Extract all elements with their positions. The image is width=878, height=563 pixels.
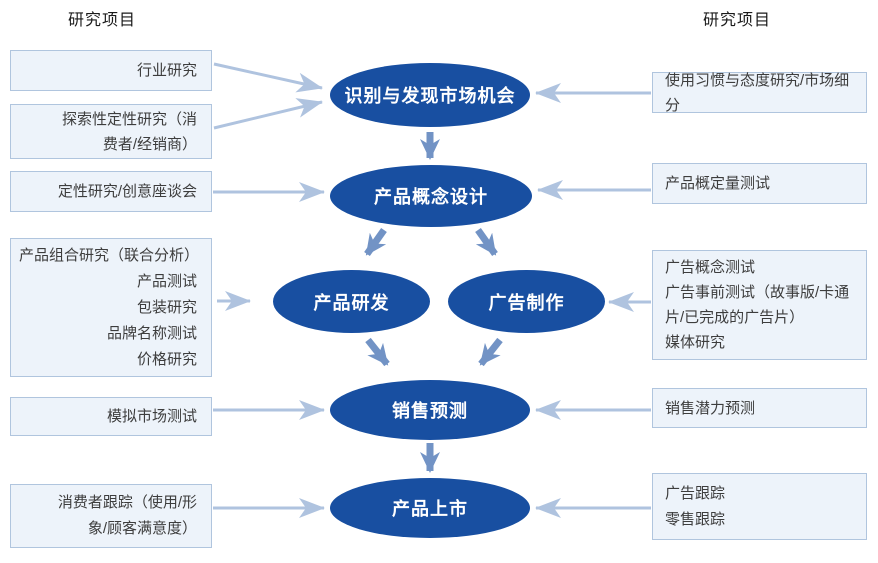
stage-ad-production: 广告制作	[448, 270, 605, 333]
arrow-stage2-to-stage3a	[364, 227, 387, 257]
box-line: 象/顾客满意度）	[87, 520, 197, 537]
box-line: 行业研究	[136, 62, 197, 79]
box-sales-potential-forecast: 销售潜力预测	[652, 388, 867, 428]
box-product-mix-research: 产品组合研究（联合分析） 产品测试 包装研究 品牌名称测试 价格研究	[10, 238, 212, 377]
box-qualitative-research-focus-group: 定性研究/创意座谈会	[10, 171, 212, 212]
box-line: 片/已完成的广告片）	[665, 309, 805, 326]
box-simulated-market-test: 模拟市场测试	[10, 397, 212, 436]
box-line: 消费者跟踪（使用/形	[57, 494, 197, 511]
box-line: 零售跟踪	[665, 510, 726, 528]
box-line: 产品概定量测试	[665, 175, 771, 192]
box-line: 费者/经销商）	[102, 135, 197, 153]
box-line: 销售潜力预测	[665, 399, 756, 417]
stage-product-launch: 产品上市	[330, 478, 530, 538]
box-line: 品牌名称测试	[106, 324, 197, 342]
box-line: 广告概念测试	[665, 259, 756, 276]
stage-product-concept-design: 产品概念设计	[330, 165, 532, 227]
box-industry-research: 行业研究	[10, 50, 212, 91]
box-concept-quantitative-test: 产品概定量测试	[652, 163, 867, 204]
box-line: 包装研究	[136, 298, 197, 316]
arrow-stage3b-to-stage4	[478, 337, 503, 367]
right-column-header: 研究项目	[703, 12, 772, 29]
box-line: 产品测试	[136, 272, 197, 290]
box-ad-retail-tracking: 广告跟踪 零售跟踪	[652, 473, 867, 540]
box-usage-attitude-research: 使用习惯与态度研究/市场细分	[652, 72, 867, 114]
stage-sales-forecast: 销售预测	[330, 380, 530, 440]
arrow-exploratory-research-to-stage1	[213, 98, 323, 130]
box-consumer-tracking: 消费者跟踪（使用/形 象/顾客满意度）	[10, 484, 212, 548]
box-line: 探索性定性研究（消	[61, 110, 197, 128]
box-line: 模拟市场测试	[106, 408, 197, 425]
left-column-header: 研究项目	[68, 12, 137, 29]
box-line: 广告跟踪	[665, 484, 726, 502]
arrow-stage2-to-stage3b	[475, 227, 498, 257]
box-line: 使用习惯与态度研究/市场细分	[665, 71, 850, 114]
box-line: 产品组合研究（联合分析）	[19, 246, 200, 264]
arrow-industry-research-to-stage1	[213, 62, 323, 93]
box-advertising-tests: 广告概念测试 广告事前测试（故事版/卡通 片/已完成的广告片） 媒体研究	[652, 250, 867, 360]
arrow-stage3a-to-stage4	[365, 337, 390, 367]
stage-identify-market-opportunity: 识别与发现市场机会	[330, 63, 530, 127]
box-exploratory-qualitative-research: 探索性定性研究（消 费者/经销商）	[10, 104, 212, 159]
box-line: 广告事前测试（故事版/卡通	[665, 284, 850, 301]
stage-product-development: 产品研发	[273, 270, 430, 333]
box-line: 价格研究	[136, 350, 197, 368]
box-line: 定性研究/创意座谈会	[57, 183, 197, 200]
box-line: 媒体研究	[665, 334, 726, 351]
